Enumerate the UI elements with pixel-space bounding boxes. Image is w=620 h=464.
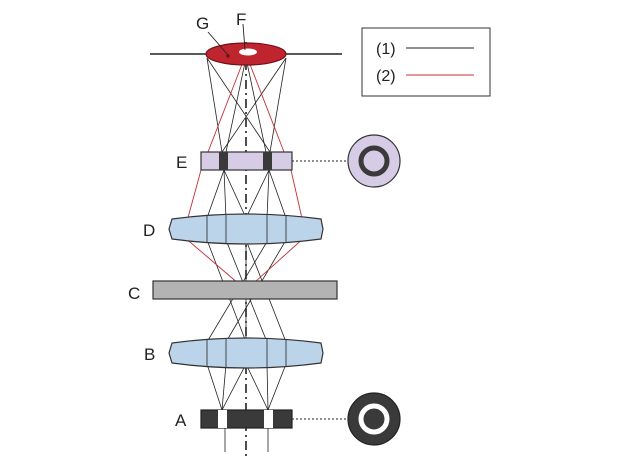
label-e: E (176, 153, 187, 172)
rays-diffracted (182, 53, 307, 291)
legend-label-1: (1) (376, 41, 396, 58)
annulus-top-view (347, 392, 401, 446)
specimen-highlight (239, 48, 257, 56)
annulus-opening-left (218, 410, 227, 428)
lens-ray-segments (206, 215, 287, 367)
f-leader-line (242, 23, 246, 51)
annulus-opening-right (264, 410, 273, 428)
g-leader-line (207, 31, 229, 56)
phase-ring-top-view-ring (358, 145, 390, 177)
specimen-slide (152, 280, 338, 300)
phase-ring-right (263, 152, 272, 170)
label-f: F (236, 10, 246, 29)
label-g: G (196, 14, 209, 33)
focal-point-marker (226, 54, 230, 58)
condenser-annulus (200, 409, 293, 429)
label-c: C (128, 284, 140, 303)
annulus-top-view-ring (358, 403, 390, 435)
label-d: D (143, 221, 155, 240)
legend-label-2: (2) (376, 68, 396, 85)
phase-ring-left (219, 152, 228, 170)
legend: (1) (2) (361, 27, 491, 97)
condenser-lens (168, 337, 324, 369)
legend-box (361, 27, 491, 97)
objective-lens (168, 213, 324, 245)
phase-ring-top-view (347, 134, 401, 188)
label-b: B (144, 345, 155, 364)
label-a: A (175, 411, 187, 430)
phase-plate (200, 151, 293, 171)
